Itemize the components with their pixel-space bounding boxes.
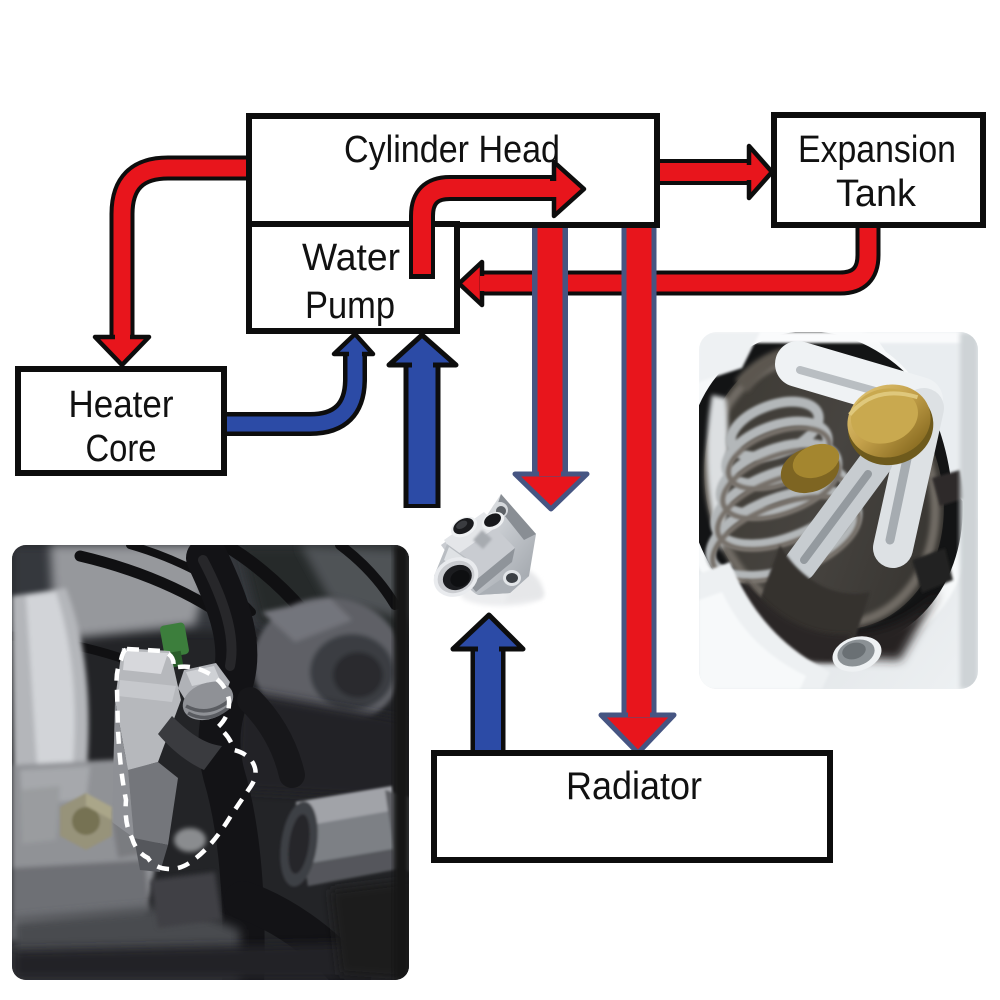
svg-text:Core: Core xyxy=(86,428,157,470)
svg-text:Cylinder Head: Cylinder Head xyxy=(344,129,560,171)
svg-text:Radiator: Radiator xyxy=(566,765,702,808)
svg-text:Expansion: Expansion xyxy=(798,129,956,171)
svg-text:Tank: Tank xyxy=(836,173,917,215)
svg-text:Heater: Heater xyxy=(69,384,174,426)
svg-text:Water: Water xyxy=(302,237,400,279)
svg-text:Pump: Pump xyxy=(305,285,395,327)
